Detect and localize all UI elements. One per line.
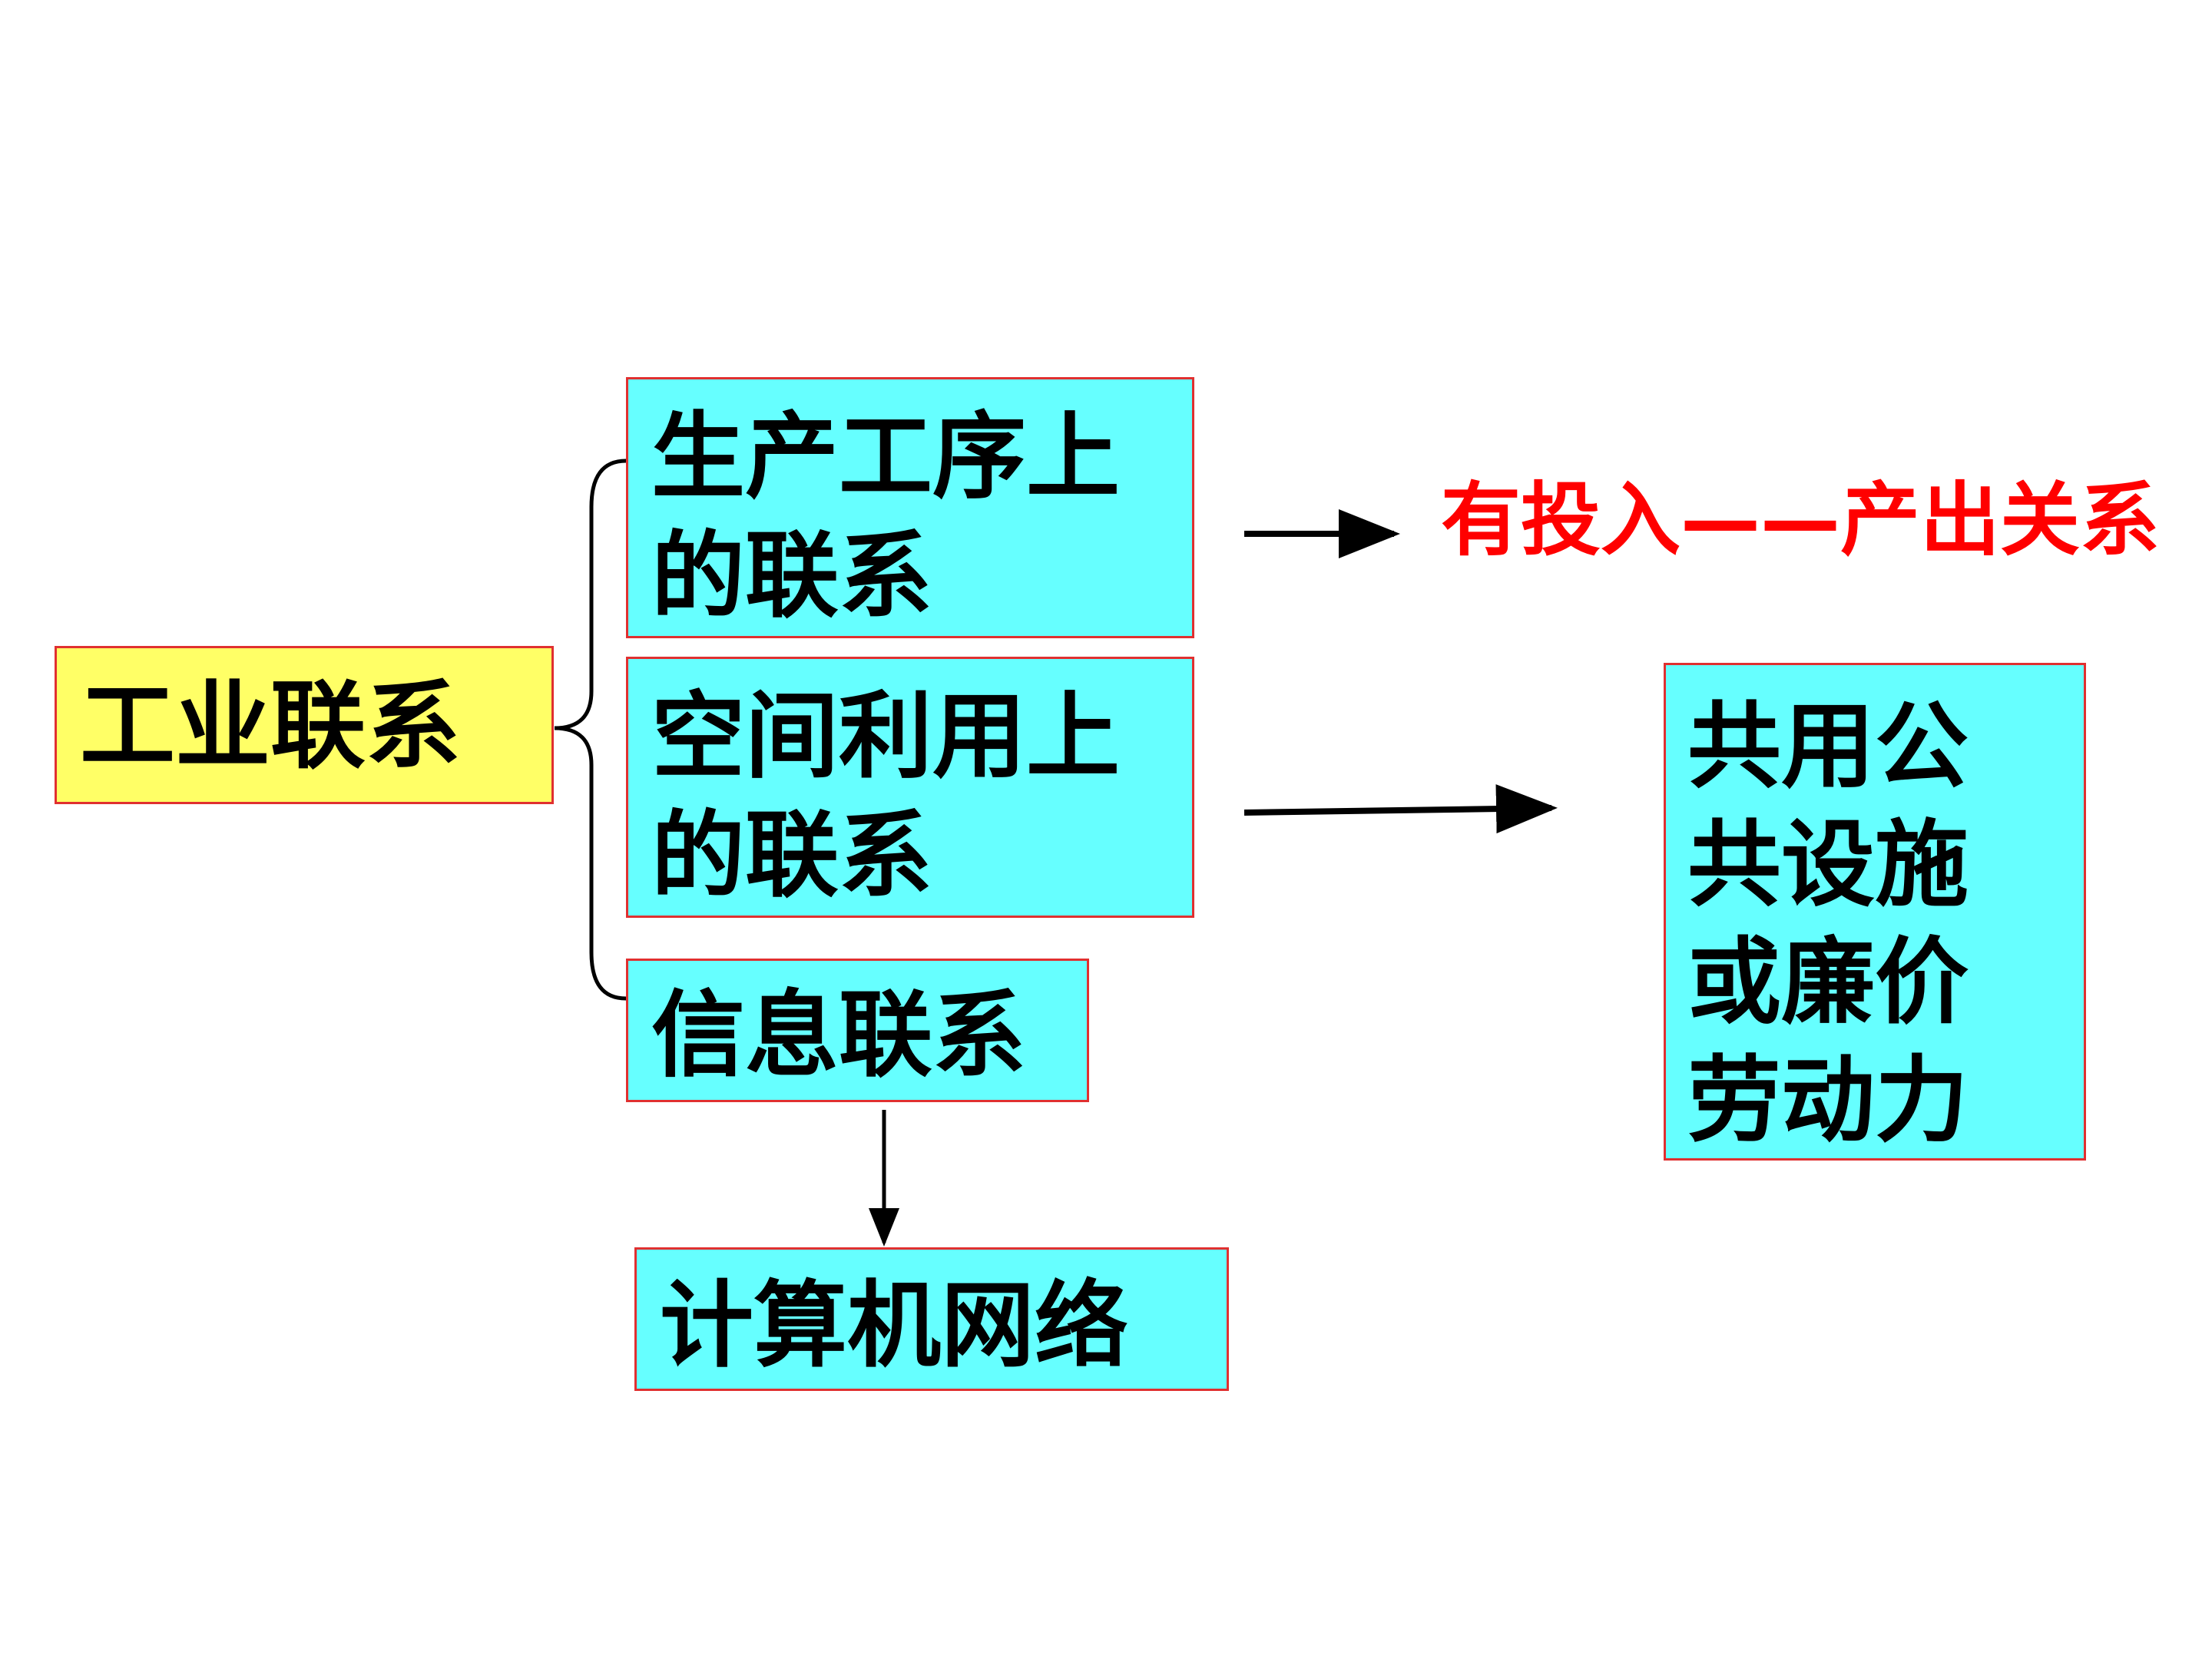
branch-production-line-2: 的联系 — [651, 521, 932, 631]
branch-production-text: 生产工序上 的联系 — [628, 379, 1192, 636]
result-computer-network: 计算机网络 — [634, 1247, 1229, 1391]
result-shared-line-4: 劳动力 — [1687, 1046, 1969, 1156]
branch-space-text: 空间利用上 的联系 — [628, 659, 1192, 916]
result-input-output-relation: 有投入——产出关系 — [1441, 473, 2161, 567]
arrow-space — [1243, 784, 1558, 834]
branch-information: 信息联系 — [626, 959, 1089, 1102]
branch-space-usage: 空间利用上 的联系 — [626, 657, 1194, 918]
result-shared-text: 共用公 共设施 或廉价 劳动力 — [1666, 665, 2084, 1161]
branch-production-line-1: 生产工序上 — [651, 402, 1120, 512]
root-box-industrial-linkage: 工业联系 — [55, 646, 554, 804]
result-shared-line-3: 或廉价 — [1687, 928, 1969, 1038]
result-shared-facilities: 共用公 共设施 或廉价 劳动力 — [1664, 663, 2086, 1161]
result-shared-line-1: 共用公 — [1687, 692, 1969, 801]
result-network-label: 计算机网络 — [660, 1271, 1128, 1380]
result-shared-line-2: 共设施 — [1687, 810, 1969, 919]
branch-info-text: 信息联系 — [628, 961, 1087, 1091]
branch-space-line-1: 空间利用上 — [651, 682, 1120, 791]
branch-info-line-1: 信息联系 — [651, 981, 1026, 1090]
brace — [554, 459, 627, 1001]
branch-space-line-2: 的联系 — [651, 800, 932, 910]
branch-production-process: 生产工序上 的联系 — [626, 377, 1194, 638]
root-label: 工业联系 — [80, 671, 462, 782]
